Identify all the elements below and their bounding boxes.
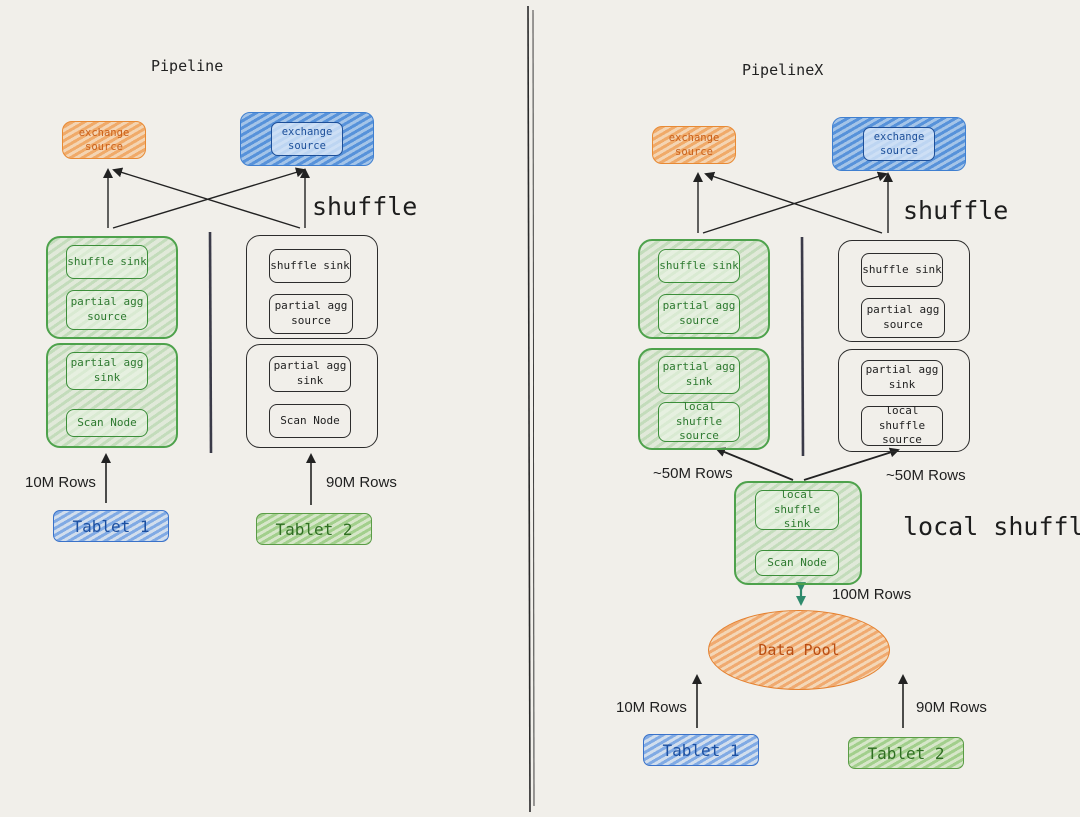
left-column-divider xyxy=(208,231,213,454)
local-scan-node: Scan Node xyxy=(755,550,839,576)
right-col2-local-shuffle-source: local shuffle source xyxy=(861,404,943,446)
left-col1-partial-agg-sink: partial agg sink xyxy=(66,352,148,390)
right-rows-right: ~50M Rows xyxy=(886,467,966,484)
left-rows-tablet1: 10M Rows xyxy=(25,474,96,491)
right-panel-title: PipelineX xyxy=(742,61,824,79)
local-shuffle-arrow-right xyxy=(803,447,900,481)
right-exchange-source-orange-label: exchange source xyxy=(668,131,720,158)
local-shuffle-sink: local shuffle sink xyxy=(755,488,839,530)
right-col1-partial-agg-sink: partial agg sink xyxy=(658,356,740,394)
left-col2-upper-group xyxy=(246,235,378,339)
left-col2-partial-agg-source: partial agg source xyxy=(269,294,353,334)
right-col2-shuffle-sink: shuffle sink xyxy=(861,253,943,287)
left-shuffle-label: shuffle xyxy=(312,192,418,221)
data-pool: Data Pool xyxy=(708,610,890,690)
right-col2-partial-agg-source: partial agg source xyxy=(861,298,945,338)
right-rows-tablet1: 10M Rows xyxy=(616,699,687,716)
right-arrow-cross-2 xyxy=(704,171,883,234)
right-tablet-1: Tablet 1 xyxy=(643,734,759,766)
panel-divider xyxy=(527,5,531,813)
right-rows-tablet2: 90M Rows xyxy=(916,699,987,716)
right-exchange-source-blue-label: exchange source xyxy=(862,126,936,162)
left-col1-scan-node: Scan Node xyxy=(66,409,148,437)
panel-divider-second-stroke xyxy=(532,9,535,807)
left-tablet-2: Tablet 2 xyxy=(256,513,372,545)
right-exchange-source-orange: exchange source xyxy=(652,126,736,164)
left-exchange-source-orange: exchange source xyxy=(62,121,146,159)
left-rows-tablet2: 90M Rows xyxy=(326,474,397,491)
right-col1-shuffle-sink: shuffle sink xyxy=(658,249,740,283)
left-exchange-source-blue: exchange source xyxy=(240,112,374,166)
local-shuffle-arrow-left xyxy=(715,447,794,481)
left-col2-shuffle-sink: shuffle sink xyxy=(269,249,351,283)
rows-total: 100M Rows xyxy=(832,586,912,603)
right-shuffle-label: shuffle xyxy=(903,196,1009,225)
right-col2-lower-group xyxy=(838,349,970,452)
right-col2-upper-group xyxy=(838,240,970,342)
right-col1-partial-agg-source: partial agg source xyxy=(658,294,740,334)
right-col1-local-shuffle-source: local shuffle source xyxy=(658,400,740,442)
left-col1-shuffle-sink: shuffle sink xyxy=(66,245,148,279)
left-col2-partial-agg-sink: partial agg sink xyxy=(269,356,351,392)
left-panel-title: Pipeline xyxy=(151,57,224,75)
left-col2-lower-group xyxy=(246,344,378,448)
right-tablet-2: Tablet 2 xyxy=(848,737,964,769)
right-rows-left: ~50M Rows xyxy=(653,465,733,482)
left-col2-scan-node: Scan Node xyxy=(269,404,351,438)
left-exchange-source-blue-label: exchange source xyxy=(270,121,344,157)
left-exchange-source-orange-label: exchange source xyxy=(78,126,130,153)
left-tablet-1: Tablet 1 xyxy=(53,510,169,542)
right-col2-partial-agg-sink: partial agg sink xyxy=(861,360,943,396)
left-col1-partial-agg-source: partial agg source xyxy=(66,290,148,330)
local-shuffle-label: local shuffle xyxy=(903,512,1080,541)
left-arrow-cross-2 xyxy=(112,167,301,229)
right-exchange-source-blue: exchange source xyxy=(832,117,966,171)
right-column-divider xyxy=(800,236,805,457)
